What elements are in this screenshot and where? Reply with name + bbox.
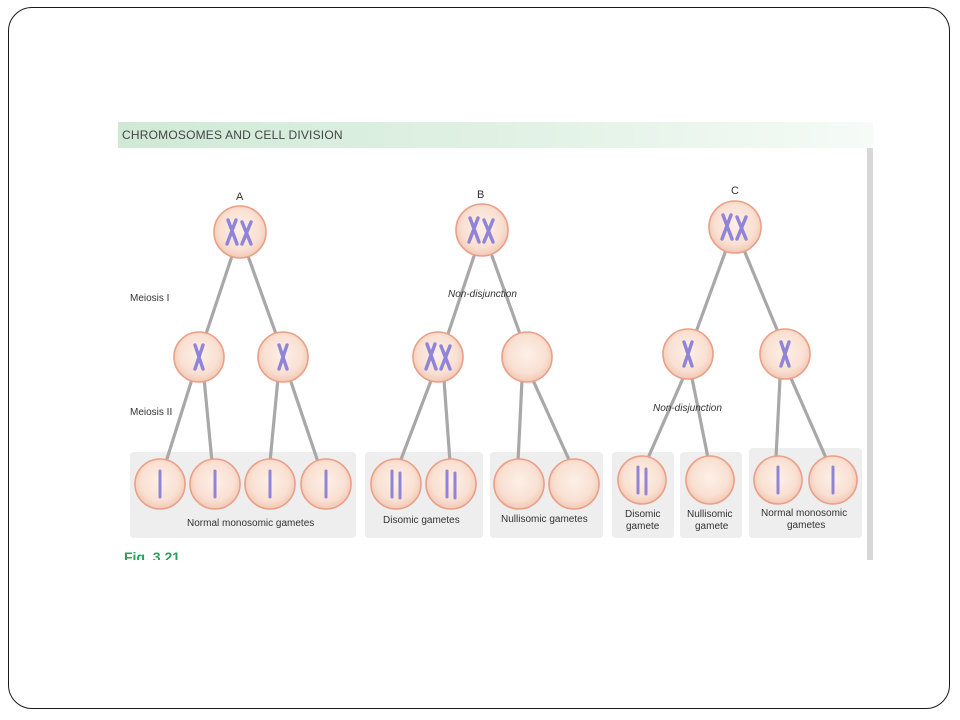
branch-line (204, 254, 234, 336)
branch-line (246, 254, 278, 336)
branch-lines (164, 248, 828, 464)
branch-line (490, 254, 522, 336)
chromosomes (158, 213, 835, 500)
caption-b-nullisomic: Nullisomic gametes (501, 514, 588, 525)
gamete-cell-empty (685, 455, 735, 505)
panel-label-b: B (477, 189, 484, 201)
branch-line (788, 374, 828, 460)
header-title: CHROMOSOMES AND CELL DIVISION (122, 128, 343, 142)
caption-c-normal-1: Normal monosomic (761, 508, 847, 519)
branch-line (202, 376, 214, 464)
branch-line (164, 374, 195, 464)
chromosome-pair (225, 218, 253, 246)
chromosome-pair (720, 213, 748, 241)
branch-line (516, 378, 524, 464)
gamete-cell (617, 455, 667, 505)
branch-line (530, 376, 572, 464)
branch-line (446, 254, 476, 336)
branch-line (268, 376, 280, 464)
gamete-cell-empty (548, 458, 600, 510)
meiosis1-cell-empty (501, 331, 553, 383)
caption-a-normal-monosomic: Normal monosomic gametes (187, 518, 314, 529)
page-edge-shadow (867, 148, 873, 560)
branch-line (774, 376, 782, 460)
caption-c-normal-2: gametes (787, 520, 825, 531)
caption-c-disomic-2: gamete (626, 521, 660, 532)
caption-c-nullisomic-1: Nullisomic (687, 509, 733, 520)
nondisjunction-label-c: Non-disjunction (653, 403, 722, 414)
nondisjunction-label-b: Non-disjunction (448, 289, 517, 300)
caption-c-nullisomic-2: gamete (695, 521, 729, 532)
branch-line (694, 248, 728, 334)
gamete-band-a (130, 452, 356, 538)
gamete-cell (425, 458, 477, 510)
header-band: CHROMOSOMES AND CELL DIVISION (118, 122, 873, 148)
parent-cell-b (455, 203, 509, 257)
stage-label-meiosis-2: Meiosis II (130, 407, 172, 418)
meiosis1-cell (412, 331, 464, 383)
labels: A B C Meiosis I Meiosis II Non-disjuncti… (130, 185, 847, 532)
branch-line (287, 374, 320, 464)
figure-meiosis-nondisjunction: CHROMOSOMES AND CELL DIVISION (118, 122, 873, 560)
branch-line (646, 374, 686, 460)
panel-label-c: C (731, 185, 739, 197)
branch-line (742, 248, 780, 334)
gamete-cell (370, 458, 422, 510)
branch-line (690, 376, 710, 460)
diagram-svg: A B C Meiosis I Meiosis II Non-disjuncti… (130, 185, 862, 538)
branch-line (442, 378, 452, 464)
figure-caption: Fig. 3.21 (124, 549, 181, 560)
gamete-cell-empty (493, 458, 545, 510)
parent-cell-c (708, 200, 762, 254)
stage-label-meiosis-1: Meiosis I (130, 293, 169, 304)
chromatid (158, 465, 835, 500)
branch-line (398, 376, 434, 464)
parent-cell-a (213, 205, 267, 259)
panel-label-a: A (236, 191, 244, 203)
caption-b-disomic: Disomic gametes (383, 515, 460, 526)
caption-c-disomic-1: Disomic (625, 509, 661, 520)
chromosome (193, 340, 791, 371)
chromosome-pair (467, 216, 495, 244)
